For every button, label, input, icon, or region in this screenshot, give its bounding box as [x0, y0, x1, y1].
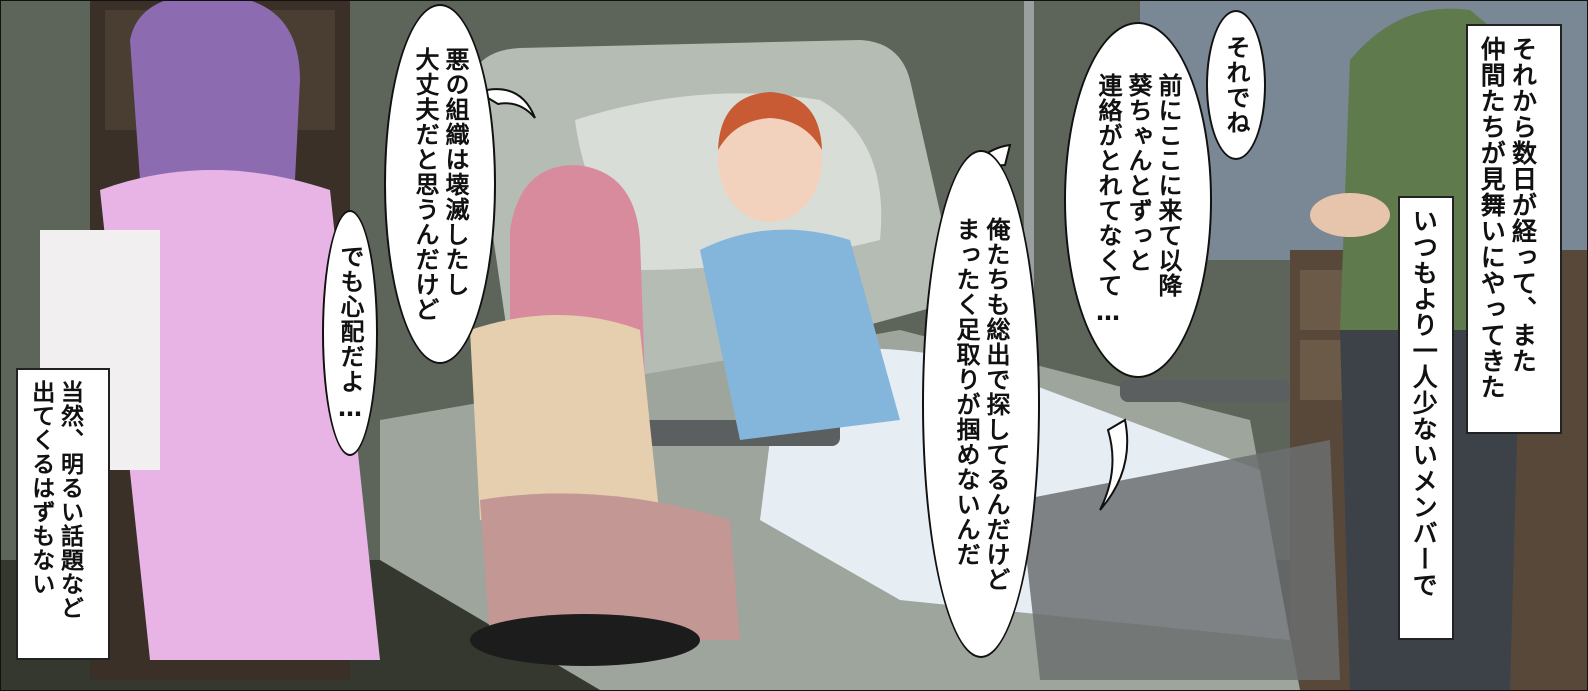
narration-text: 当然、明るい話題など 出てくるはずもない [27, 380, 83, 620]
narration-box-mid-right: いつもより一人少ないメンバーで [1398, 196, 1454, 640]
speech-bubble-search: 俺たちも総出で探してるんだけど まったく足取りが掴めないんだ [922, 150, 1040, 658]
narration-box-left: 当然、明るい話題など 出てくるはずもない [16, 368, 110, 660]
speech-text: 前にここに来て以降 葵ちゃんとずっと 連絡がとれてなくて… [1094, 73, 1182, 327]
speech-bubble-evil-org: 悪の組織は壊滅したし 大丈夫だと思うんだけど [384, 4, 496, 364]
speech-text: 俺たちも総出で探してるんだけど まったく足取りが掴めないんだ [952, 216, 1010, 592]
speech-bubble-soredene: それでね [1206, 10, 1266, 160]
narration-box-top-right: それから数日が経って、また 仲間たちが見舞いにやってきた [1466, 24, 1562, 434]
speech-text: でも心配だよ… [336, 243, 364, 423]
speech-bubble-worried: でも心配だよ… [322, 210, 378, 456]
speech-bubble-aoi: 前にここに来て以降 葵ちゃんとずっと 連絡がとれてなくて… [1064, 22, 1212, 378]
speech-text: それでね [1222, 35, 1250, 135]
narration-text: それから数日が経って、また 仲間たちが見舞いにやってきた [1477, 36, 1538, 400]
narration-text: いつもより一人少ないメンバーで [1409, 208, 1439, 598]
speech-text: 悪の組織は壊滅したし 大丈夫だと思うんだけど [411, 46, 469, 322]
